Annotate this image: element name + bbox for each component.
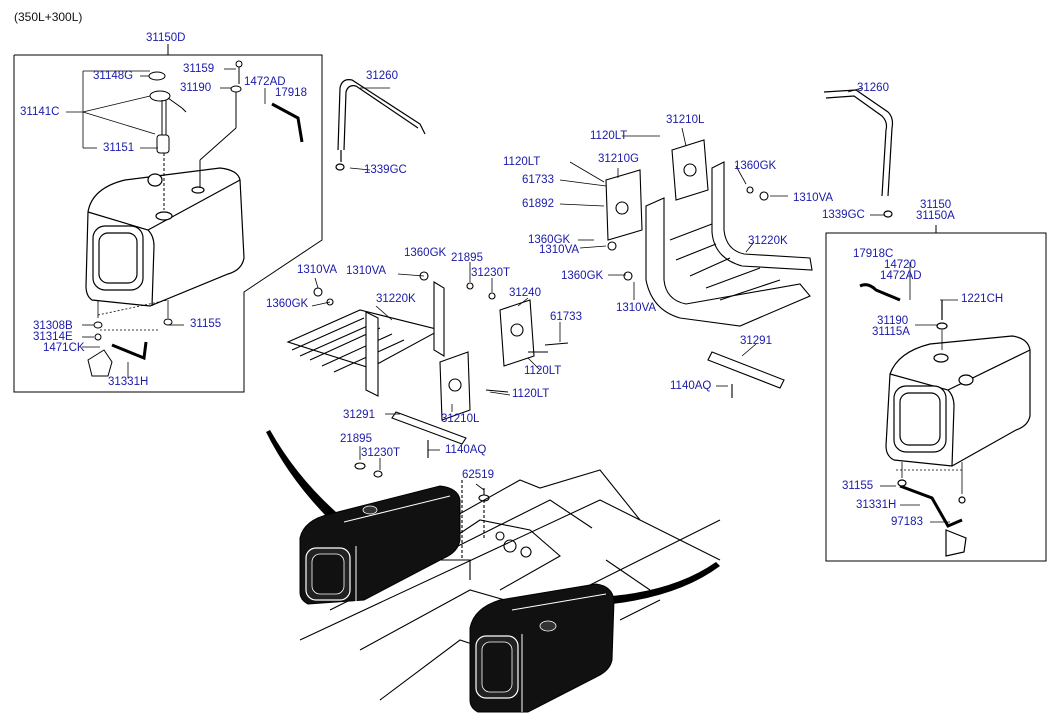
part-31155-2[interactable]: 31155 [842, 480, 874, 492]
part-1360GK[interactable]: 1360GK [404, 247, 447, 259]
part-1310VA-4[interactable]: 1310VA [793, 192, 834, 204]
part-31314E[interactable]: 31314E [33, 331, 73, 343]
part-31308B[interactable]: 31308B [33, 320, 73, 332]
part-1140AQ[interactable]: 1140AQ [445, 444, 487, 456]
part-1310VA[interactable]: 1310VA [297, 264, 338, 276]
fuel-sender-unit [148, 71, 187, 210]
part-31159[interactable]: 31159 [183, 63, 215, 75]
part-61733[interactable]: 61733 [550, 311, 582, 323]
part-17918[interactable]: 17918 [275, 87, 307, 99]
part-31210L[interactable]: 31210L [441, 413, 480, 425]
part-1360GK-5[interactable]: 1360GK [561, 270, 604, 282]
part-1471CK[interactable]: 1471CK [43, 342, 85, 354]
part-31331H[interactable]: 31331H [108, 376, 149, 388]
part-31190-2[interactable]: 31190 [877, 315, 909, 327]
strap-right [823, 89, 894, 218]
capacity-label: (350L+300L) [14, 10, 83, 24]
callout-swoosh-left [266, 430, 336, 520]
part-1140AQ-2[interactable]: 1140AQ [670, 380, 712, 392]
right-fuel-tank [859, 283, 1031, 557]
part-31190[interactable]: 31190 [180, 82, 212, 94]
part-31150[interactable]: 31150 [920, 199, 952, 211]
installed-tank-left [299, 485, 461, 605]
part-1472AD-2[interactable]: 1472AD [880, 270, 922, 282]
part-31220K[interactable]: 31220K [376, 293, 416, 305]
right-group-frame [825, 225, 1047, 562]
right-bracket [605, 139, 813, 398]
left-fuel-tank [85, 167, 245, 307]
center-bracket [286, 271, 569, 502]
part-1310VA-2[interactable]: 1310VA [346, 265, 387, 277]
part-14720[interactable]: 14720 [884, 259, 916, 271]
part-1120LT[interactable]: 1120LT [524, 365, 562, 377]
part-31230T[interactable]: 31230T [471, 267, 511, 279]
part-62519[interactable]: 62519 [462, 469, 494, 481]
part-31291-2[interactable]: 31291 [740, 335, 772, 347]
part-31331H-2[interactable]: 31331H [856, 499, 897, 511]
part-31151[interactable]: 31151 [103, 142, 135, 154]
part-31291[interactable]: 31291 [343, 409, 375, 421]
callout-swoosh-right [612, 562, 720, 604]
part-31141C[interactable]: 31141C [20, 106, 60, 118]
part-31240[interactable]: 31240 [509, 287, 541, 299]
part-31260[interactable]: 31260 [366, 70, 398, 82]
part-31260-2[interactable]: 31260 [857, 82, 889, 94]
part-31210L-2[interactable]: 31210L [666, 114, 705, 126]
part-31148G[interactable]: 31148G [93, 70, 134, 82]
part-61892[interactable]: 61892 [522, 198, 554, 210]
part-1360GK-4[interactable]: 1360GK [734, 160, 777, 172]
part-1120LT-2[interactable]: 1120LT [512, 388, 550, 400]
installed-tank-right [469, 583, 615, 713]
part-31150D[interactable]: 31150D [146, 32, 186, 44]
part-1360GK-3[interactable]: 1360GK [528, 234, 571, 246]
part-1472AD[interactable]: 1472AD [244, 76, 286, 88]
part-1221CH[interactable]: 1221CH [961, 293, 1004, 305]
part-1339GC-2[interactable]: 1339GC [822, 209, 865, 221]
part-97183[interactable]: 97183 [891, 516, 923, 528]
left-fittings [87, 60, 304, 377]
center-leaders [311, 87, 884, 491]
left-leaders [66, 68, 266, 378]
part-31115A[interactable]: 31115A [872, 326, 910, 338]
part-31150A[interactable]: 31150A [916, 210, 955, 222]
part-21895[interactable]: 21895 [451, 252, 483, 264]
left-group-frame [13, 44, 323, 393]
right-leaders [880, 262, 963, 523]
part-1360GK-2[interactable]: 1360GK [266, 298, 309, 310]
part-31230T-2[interactable]: 31230T [361, 447, 401, 459]
part-1310VA-5[interactable]: 1310VA [616, 302, 657, 314]
part-31155[interactable]: 31155 [190, 318, 222, 330]
part-31220K-2[interactable]: 31220K [748, 235, 788, 247]
part-61733-2[interactable]: 61733 [522, 174, 554, 186]
part-31210G[interactable]: 31210G [598, 153, 639, 165]
part-21895-2[interactable]: 21895 [340, 433, 372, 445]
part-1120LT-4[interactable]: 1120LT [503, 156, 541, 168]
strap-left [335, 79, 426, 171]
part-1120LT-3[interactable]: 1120LT [590, 130, 628, 142]
part-1310VA-3[interactable]: 1310VA [539, 244, 580, 256]
part-1339GC[interactable]: 1339GC [364, 164, 407, 176]
part-17918C[interactable]: 17918C [853, 248, 894, 260]
